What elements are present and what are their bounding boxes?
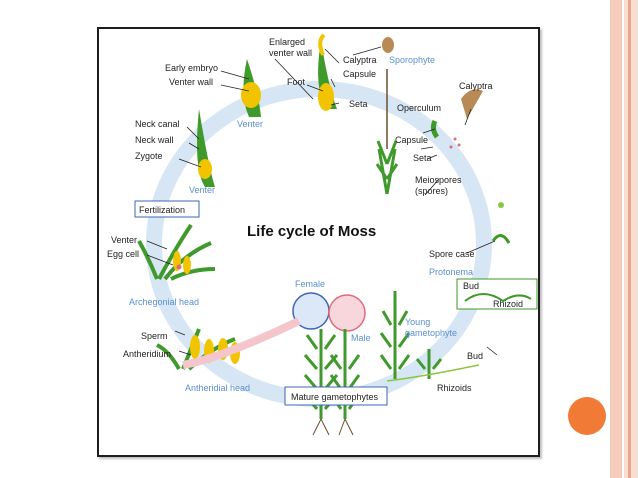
calyptra-top-label: Calyptra [343,55,377,65]
slide-decoration-dot [568,397,606,435]
spore-case-label: Spore case [429,249,475,259]
enlarged-label-line2: venter wall [269,48,312,58]
male-circle [328,294,366,332]
calyptra-right-shape [461,89,483,119]
venter-left-label: Venter [111,235,137,245]
slide-border-stripe [624,0,638,478]
seta-right-label: Seta [413,153,432,163]
moss-life-cycle-figure: Life cycle of Moss Fertilization [97,27,540,457]
young-gametophyte-line1: Young [405,317,430,327]
early-embryo-label: Early embryo [165,63,218,73]
egg-cell-label: Egg cell [107,249,139,259]
mature-gametophytes-label: Mature gametophytes [291,392,379,402]
mature-gametophyte-plants [303,329,361,436]
female-label: Female [295,279,325,289]
life-cycle-diagram: Life cycle of Moss Fertilization [107,33,538,436]
diagram-title: Life cycle of Moss [247,223,376,240]
bud-protonema-label: Bud [463,281,479,291]
fertilization-label: Fertilization [139,205,185,215]
mature-gametophytes-box [284,386,388,406]
male-label: Male [351,333,371,343]
slide-border-line [628,0,631,478]
enlarged-label-line1: Enlarged [269,37,305,47]
capsule-right-label: Capsule [395,135,428,145]
capsule-top-label: Capsule [343,69,376,79]
calyptra-right-label: Calyptra [459,81,493,91]
slide-border-stripe [610,0,622,478]
early-embryo-venter [241,59,261,117]
male-to-antheridium-band [182,317,301,369]
antheridial-head-label: Antheridial head [185,383,250,393]
protonema-box [456,278,538,310]
young-gametophyte-line2: gametophyte [405,328,457,338]
neck-wall-label: Neck wall [135,135,174,145]
fertilization-box [134,200,200,218]
protonema-label: Protonema [429,267,473,277]
sperm-label: Sperm [141,331,168,341]
young-gametophyte-plant [379,291,480,382]
venter-wall-label: Venter wall [169,77,213,87]
sporophyte-on-gametophyte [375,37,399,195]
operculum-capsule [430,119,440,139]
rhizoids-label: Rhizoids [437,383,472,393]
neck-canal-label: Neck canal [135,119,180,129]
embryo-venter [318,33,337,111]
meiospores-label-line2: (spores) [415,186,448,196]
foot-label: Foot [287,77,306,87]
bud-lower-label: Bud [467,351,483,361]
protonema-filament [464,293,532,303]
spore-dot [498,202,504,208]
operculum-label: Operculum [397,103,441,113]
antheridium-label: Antheridium [123,349,171,359]
venter-lower-label: Venter [189,185,215,195]
meiospores-label-line1: Meiospores [415,175,462,185]
archegonial-head-label: Archegonial head [129,297,199,307]
venter-upper-label: Venter [237,119,263,129]
rhizoid-label: Rhizoid [493,299,523,309]
seta-top-label: Seta [349,99,368,109]
spore-case-shape [491,234,511,244]
archegonial-head [137,223,216,281]
sporophyte-label: Sporophyte [389,55,435,65]
zygote-label: Zygote [135,151,163,161]
zygote-archegonium [197,109,215,187]
